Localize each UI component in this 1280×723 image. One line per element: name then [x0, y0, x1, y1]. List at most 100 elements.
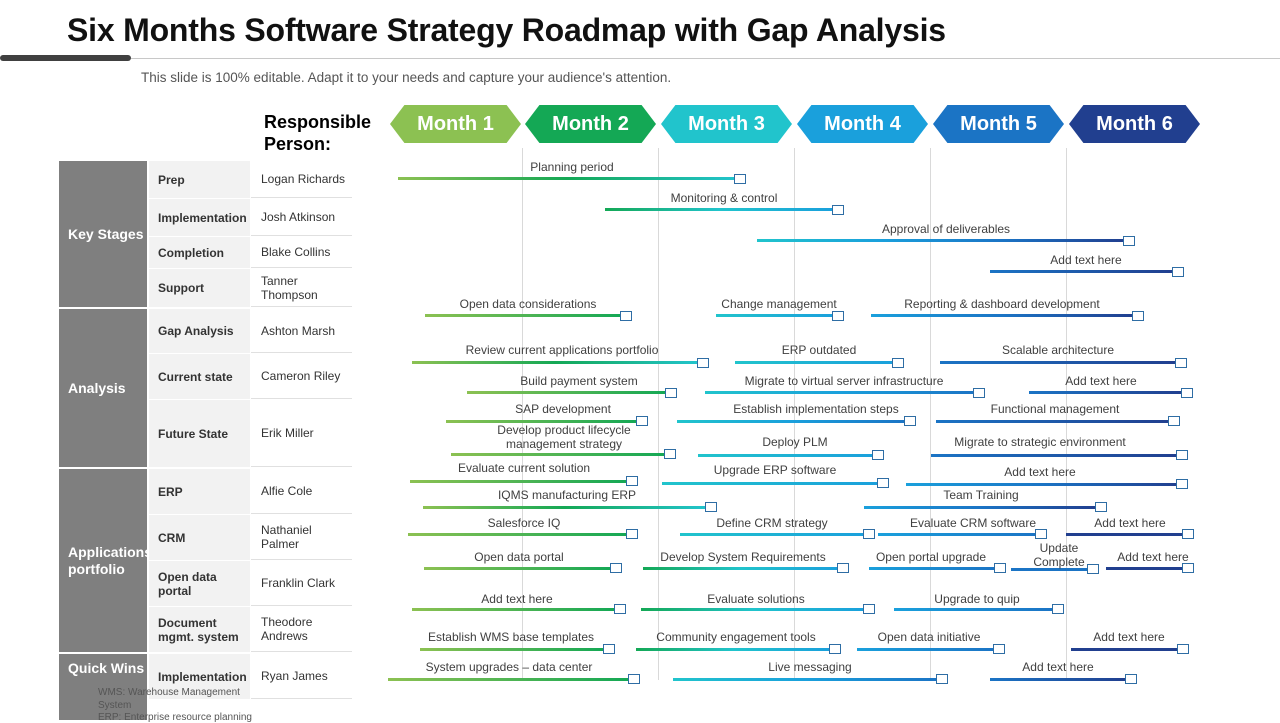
month-divider [522, 148, 523, 680]
task-label: Add text here [1094, 516, 1166, 530]
task-bar [906, 483, 1177, 486]
task-bar [1066, 533, 1183, 536]
task-label: IQMS manufacturing ERP [497, 488, 637, 502]
task-end-marker [1175, 358, 1187, 368]
task-bar [1029, 391, 1182, 394]
task-label: Add text here [481, 592, 553, 606]
task-label: Add text here [1065, 374, 1137, 388]
task-end-marker [1132, 311, 1144, 321]
month-6-header: Month 6 [1069, 105, 1200, 143]
title-accent-bar [0, 55, 131, 61]
task-bar [864, 506, 1096, 509]
task-label: Scalable architecture [1001, 343, 1115, 357]
month-divider [1066, 148, 1067, 680]
task-label: Team Training [943, 488, 1019, 502]
category-applications-portfolio: Applications portfolio [59, 469, 152, 652]
title-divider [131, 58, 1280, 59]
task-bar [931, 454, 1177, 457]
task-label: Develop product lifecycle management str… [497, 423, 631, 451]
task-bar [425, 314, 621, 317]
task-label: Upgrade ERP software [713, 463, 837, 477]
task-label: Update Complete [1033, 541, 1085, 569]
task-bar [735, 361, 893, 364]
task-bar [871, 314, 1133, 317]
task-bar [398, 177, 735, 180]
task-bar [869, 567, 995, 570]
task-end-marker [628, 674, 640, 684]
task-end-marker [1087, 564, 1099, 574]
task-label: Build payment system [520, 374, 638, 388]
task-label: SAP development [515, 402, 611, 416]
task-label: Evaluate CRM software [909, 516, 1037, 530]
task-label: Open data considerations [459, 297, 597, 311]
task-bar [878, 533, 1036, 536]
task-label: Deploy PLM [762, 435, 828, 449]
task-label: Change management [721, 297, 837, 311]
task-end-marker [1035, 529, 1047, 539]
stage-cell: Prep [149, 161, 250, 198]
task-label: Add text here [1050, 253, 1122, 267]
task-bar [705, 391, 974, 394]
task-label: Migrate to virtual server infrastructure [744, 374, 944, 388]
task-label: Open data portal [474, 550, 564, 564]
stage-cell: Implementation [149, 654, 250, 699]
task-label: Establish WMS base templates [427, 630, 595, 644]
person-cell: Ashton Marsh [251, 309, 352, 353]
task-label: Open data initiative [877, 630, 981, 644]
task-end-marker [664, 449, 676, 459]
stage-cell: Support [149, 269, 250, 307]
task-bar [412, 608, 615, 611]
person-cell: Logan Richards [251, 161, 352, 198]
task-bar [940, 361, 1176, 364]
task-end-marker [1182, 529, 1194, 539]
task-label: Migrate to strategic environment [954, 435, 1126, 449]
task-end-marker [734, 174, 746, 184]
responsible-label-line1: Responsible [264, 112, 372, 132]
page-title: Six Months Software Strategy Roadmap wit… [67, 12, 946, 48]
task-bar [1106, 567, 1183, 570]
task-end-marker [1182, 563, 1194, 573]
task-end-marker [993, 644, 1005, 654]
task-end-marker [892, 358, 904, 368]
task-label: Upgrade to quip [934, 592, 1020, 606]
task-end-marker [1176, 479, 1188, 489]
task-bar [451, 453, 665, 456]
task-end-marker [665, 388, 677, 398]
category-quick-wins: Quick Wins [59, 654, 147, 720]
category-separator [59, 467, 147, 469]
person-cell: Ryan James [251, 654, 352, 699]
stage-cell: Implementation [149, 199, 250, 236]
stage-cell: Open data portal [149, 561, 250, 606]
task-bar [990, 270, 1173, 273]
task-end-marker [1168, 416, 1180, 426]
month-4-header: Month 4 [797, 105, 928, 143]
task-label: System upgrades – data center [425, 660, 593, 674]
task-bar [641, 608, 864, 611]
person-cell: Erik Miller [251, 400, 352, 467]
task-label: Salesforce IQ [487, 516, 561, 530]
task-end-marker [705, 502, 717, 512]
person-cell: Theodore Andrews [251, 607, 352, 652]
task-label: Add text here [1117, 550, 1189, 564]
task-label: Open portal upgrade [875, 550, 987, 564]
task-bar [388, 678, 629, 681]
person-cell: Cameron Riley [251, 354, 352, 399]
task-end-marker [1176, 450, 1188, 460]
month-5-header: Month 5 [933, 105, 1064, 143]
category-analysis: Analysis [59, 309, 147, 467]
task-bar [408, 533, 627, 536]
category-separator [59, 652, 147, 654]
task-bar [673, 678, 937, 681]
task-end-marker [1052, 604, 1064, 614]
task-bar [446, 420, 637, 423]
task-end-marker [620, 311, 632, 321]
stage-cell: Completion [149, 237, 250, 268]
task-bar [716, 314, 833, 317]
category-key-stages: Key Stages [59, 161, 147, 307]
person-cell: Nathaniel Palmer [251, 515, 352, 560]
person-cell: Alfie Cole [251, 469, 352, 514]
task-bar [698, 454, 873, 457]
task-end-marker [863, 604, 875, 614]
task-end-marker [1181, 388, 1193, 398]
task-end-marker [877, 478, 889, 488]
